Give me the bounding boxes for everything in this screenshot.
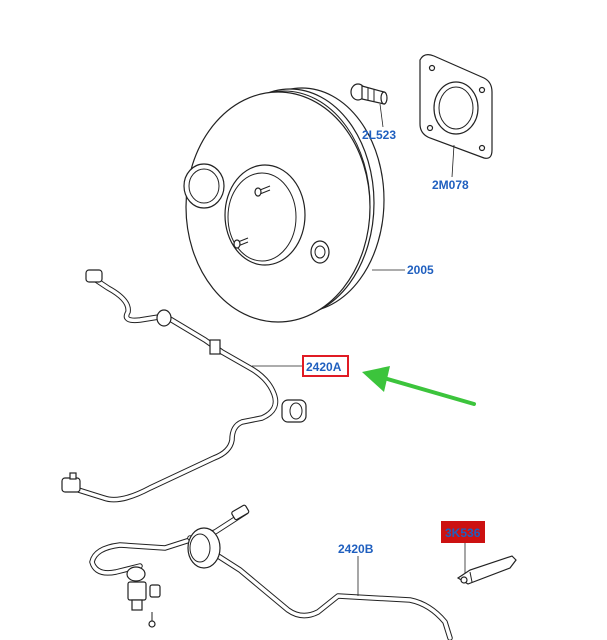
hose-clip — [456, 555, 517, 585]
callout-3k536-highlight-box — [441, 521, 485, 543]
callout-2m078: 2M078 — [432, 178, 469, 192]
callout-2l523: 2L523 — [362, 128, 396, 142]
callout-3k536: 3K536 — [445, 526, 481, 540]
gasket — [419, 54, 493, 159]
callout-2005: 2005 — [407, 263, 434, 277]
leader-lines — [252, 103, 466, 596]
pointer-arrow — [362, 366, 476, 406]
vacuum-hose-a — [61, 269, 307, 503]
bolt — [350, 83, 388, 105]
callout-2420b: 2420B — [338, 542, 374, 556]
vacuum-hose-b — [89, 504, 453, 640]
brake-booster — [183, 87, 385, 323]
callout-2420a-highlight-box — [302, 355, 349, 377]
callout-2420a: 2420A — [306, 360, 342, 374]
